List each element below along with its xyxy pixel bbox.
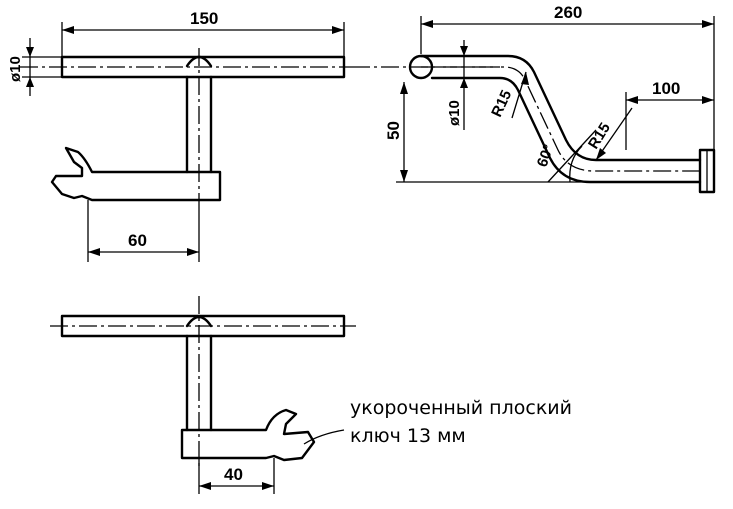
dim-radius-1: R15: [488, 88, 515, 120]
view-tee-wrench-bottom: 40 укороченный плоский ключ 13 мм: [50, 296, 572, 494]
wrench-label-line1: укороченный плоский: [350, 397, 572, 419]
dim-rod-diameter: ø10: [446, 100, 463, 126]
view-tee-wrench-top: 150 ø10 60: [7, 9, 352, 262]
dim-crossbar-diameter: ø10: [7, 56, 24, 82]
dim-40: 40: [224, 465, 243, 484]
label-leader: [303, 429, 345, 445]
dim-100: 100: [652, 79, 680, 98]
stem-bottom: [185, 334, 213, 432]
stem-bottom-weld-cap: [185, 315, 213, 328]
dim-50: 50: [384, 121, 403, 140]
rod-outline-top: [419, 54, 702, 162]
flat-wrench: [50, 146, 222, 202]
shortened-flat-wrench: [180, 408, 316, 462]
dim-angle: 60°: [534, 142, 558, 169]
view-bent-rod-side: 260 ø10 R15 50 60° R15 100: [352, 3, 716, 194]
dim-150: 150: [190, 9, 218, 28]
rod-centerline: [421, 66, 700, 172]
rod-outline-bottom: [430, 76, 702, 184]
wrench-label-line2: ключ 13 мм: [350, 425, 466, 447]
dim-60: 60: [128, 231, 147, 250]
dim-radius-2: R15: [585, 120, 614, 152]
dim-260: 260: [554, 3, 582, 22]
stem: [185, 75, 213, 174]
